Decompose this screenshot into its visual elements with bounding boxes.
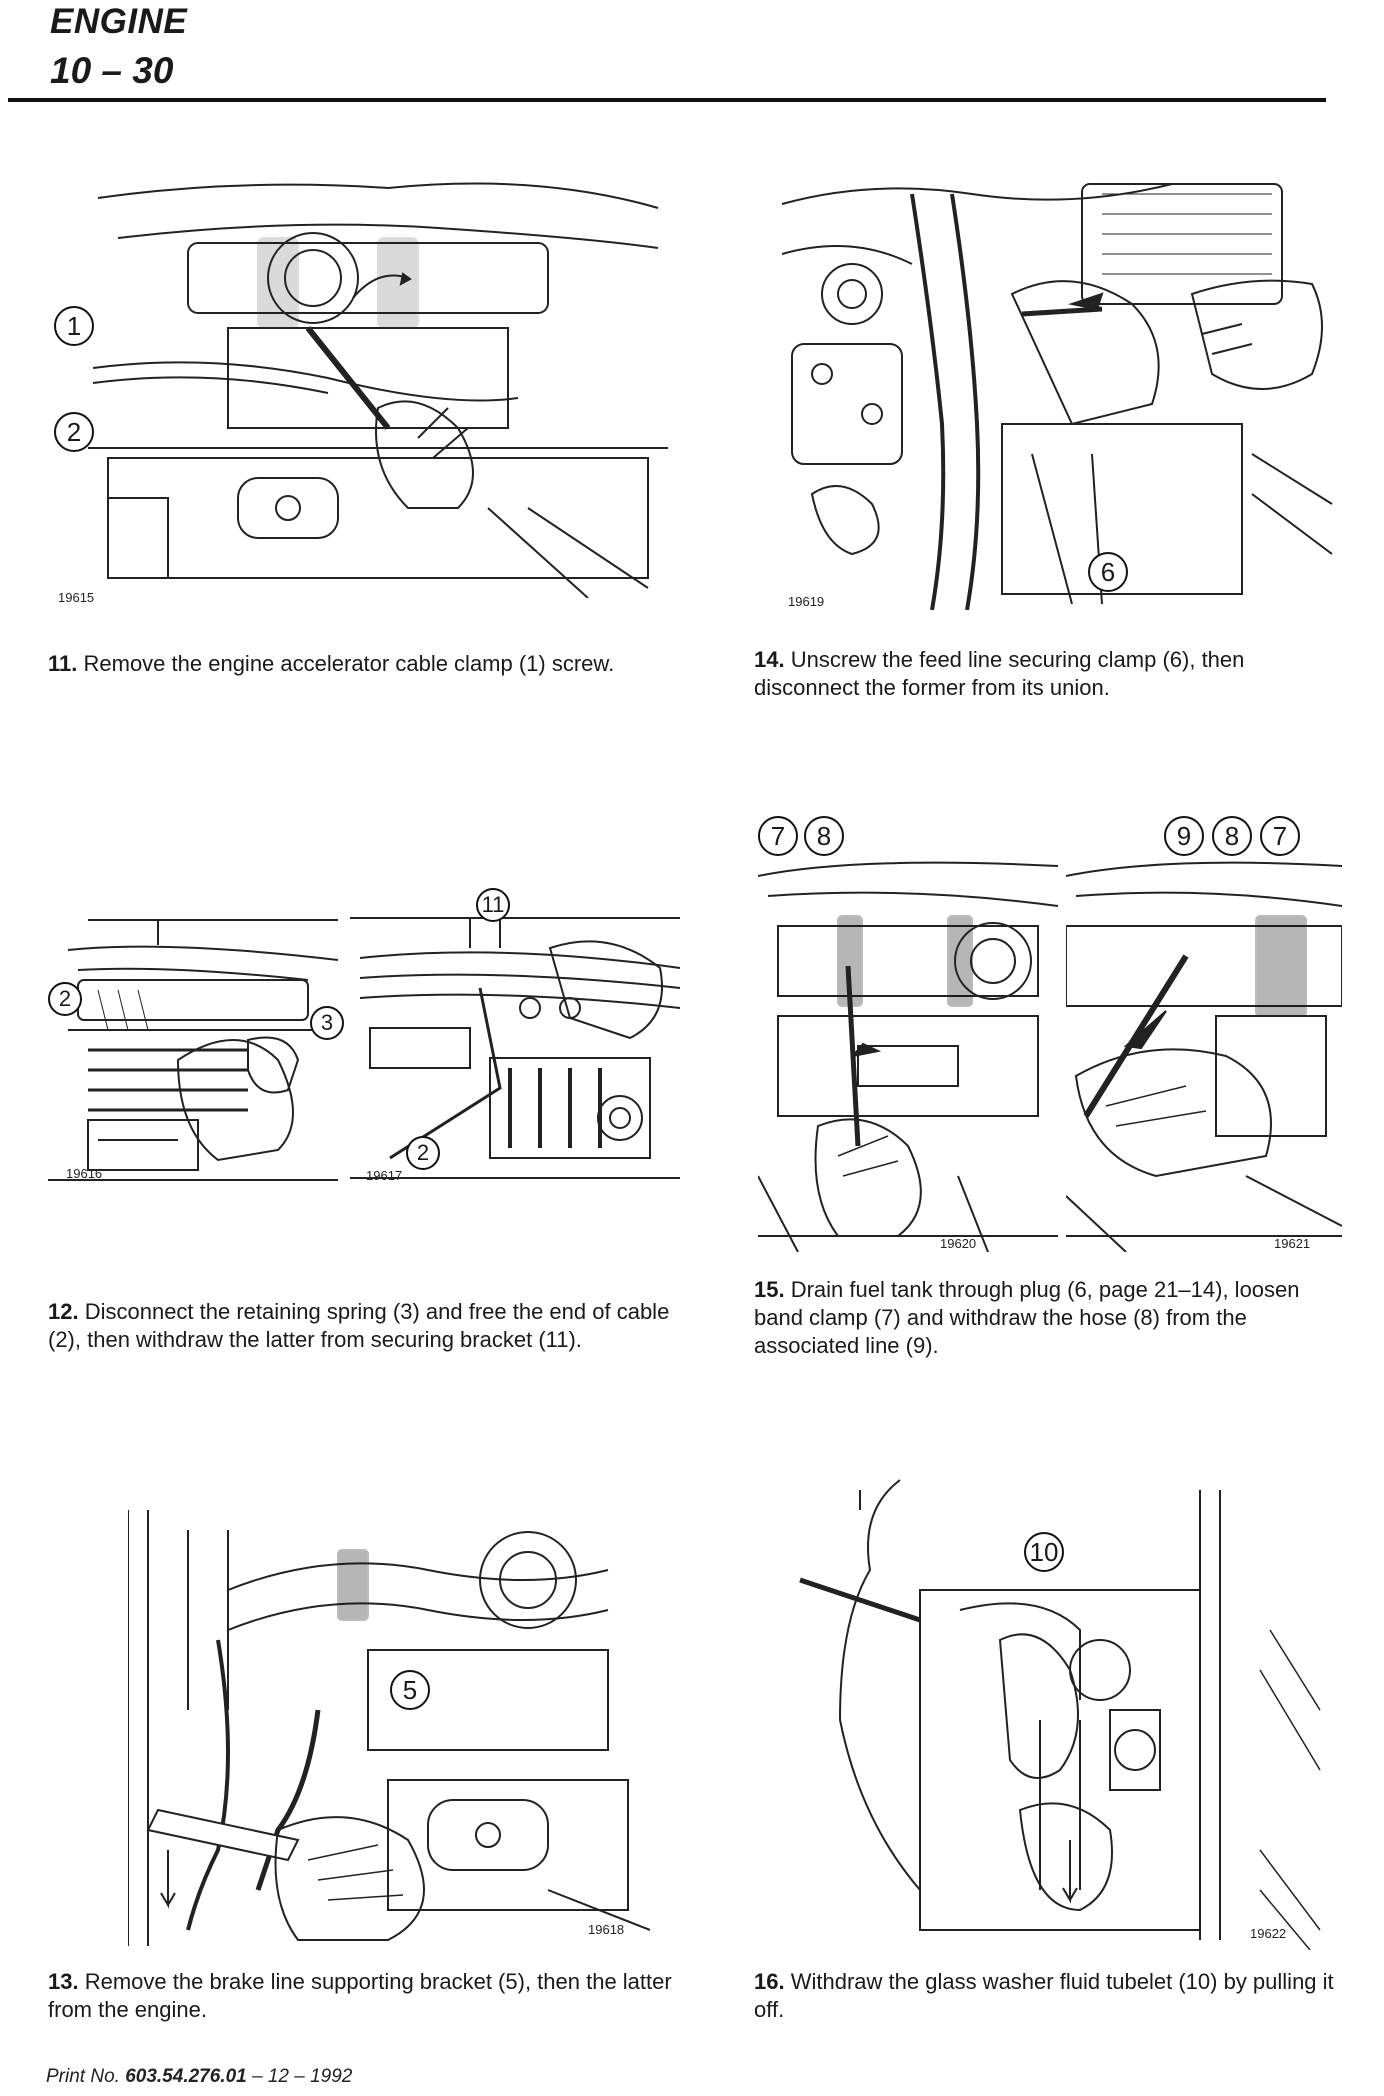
washer-tubelet-illustration <box>799 1479 1321 1950</box>
step-text: Disconnect the retaining spring (3) and … <box>48 1299 670 1352</box>
callout-7: 7 <box>758 816 798 856</box>
brake-line-illustration <box>128 1510 650 1946</box>
step-text: Withdraw the glass washer fluid tubelet … <box>754 1969 1334 2022</box>
step-number: 12. <box>48 1299 79 1324</box>
print-code: 603.54.276.01 <box>125 2066 247 2087</box>
print-prefix: Print No. <box>46 2066 120 2087</box>
header-rule <box>8 98 1326 102</box>
callout-2: 2 <box>406 1136 440 1170</box>
figure-number: 19621 <box>1274 1236 1311 1251</box>
page-number: 10 – 30 <box>50 50 174 91</box>
callout-2: 2 <box>48 982 82 1016</box>
section-title: ENGINE <box>50 2 188 41</box>
callout-5: 5 <box>390 1670 430 1710</box>
figure-19622: 10 19622 <box>780 1470 1340 1950</box>
figure-19620: 7 8 19620 <box>758 816 1058 1252</box>
step-text: Unscrew the feed line securing clamp (6)… <box>754 647 1245 700</box>
step-number: 13. <box>48 1969 79 1994</box>
step-text: Remove the brake line supporting bracket… <box>48 1969 672 2022</box>
callout-8: 8 <box>804 816 844 856</box>
figure-number: 19622 <box>1250 1926 1287 1941</box>
callout-6: 6 <box>1088 552 1128 592</box>
band-clamp-illustration <box>758 861 1058 1252</box>
print-suffix: – 12 – 1992 <box>252 2066 353 2087</box>
feed-line-illustration <box>781 183 1333 610</box>
figure-19615: 1 2 19615 <box>54 178 668 605</box>
figure-number: 19615 <box>58 590 95 605</box>
figure-number: 19619 <box>788 594 825 609</box>
step-14: 14. Unscrew the feed line securing clamp… <box>754 646 1340 702</box>
cable-bracket-illustration <box>350 917 680 1179</box>
callout-2: 2 <box>54 412 94 452</box>
callout-9: 9 <box>1164 816 1204 856</box>
callout-7: 7 <box>1260 816 1300 856</box>
figure-19616: 2 3 19616 <box>48 910 344 1190</box>
step-16: 16. Withdraw the glass washer fluid tube… <box>754 1968 1340 2024</box>
step-number: 11. <box>48 651 78 676</box>
step-12: 12. Disconnect the retaining spring (3) … <box>48 1298 676 1354</box>
print-number: Print No. 603.54.276.01 – 12 – 1992 <box>46 2066 352 2088</box>
figure-number: 19616 <box>66 1166 103 1181</box>
hose-withdraw-illustration <box>1066 861 1342 1252</box>
figure-19619: 6 19619 <box>772 174 1340 610</box>
engine-cable-illustration <box>88 182 668 598</box>
step-15: 15. Drain fuel tank through plug (6, pag… <box>754 1276 1340 1360</box>
figure-number: 19620 <box>940 1236 977 1251</box>
figure-19618: 5 19618 <box>128 1510 650 1946</box>
figure-19617: 11 2 19617 <box>350 888 680 1190</box>
callout-11: 11 <box>476 888 510 922</box>
callout-8: 8 <box>1212 816 1252 856</box>
figure-19621: 9 8 7 19621 <box>1066 816 1342 1252</box>
callout-3: 3 <box>310 1006 344 1040</box>
callout-1: 1 <box>54 306 94 346</box>
figure-number: 19618 <box>588 1922 625 1937</box>
step-text: Drain fuel tank through plug (6, page 21… <box>754 1277 1300 1358</box>
callout-10: 10 <box>1024 1532 1064 1572</box>
figure-number: 19617 <box>366 1168 403 1183</box>
step-text: Remove the engine accelerator cable clam… <box>83 651 615 676</box>
step-number: 14. <box>754 647 785 672</box>
step-number: 16. <box>754 1969 785 1994</box>
step-13: 13. Remove the brake line supporting bra… <box>48 1968 676 2024</box>
spring-illustration <box>48 919 338 1181</box>
step-11: 11. Remove the engine accelerator cable … <box>48 650 676 678</box>
step-number: 15. <box>754 1277 785 1302</box>
